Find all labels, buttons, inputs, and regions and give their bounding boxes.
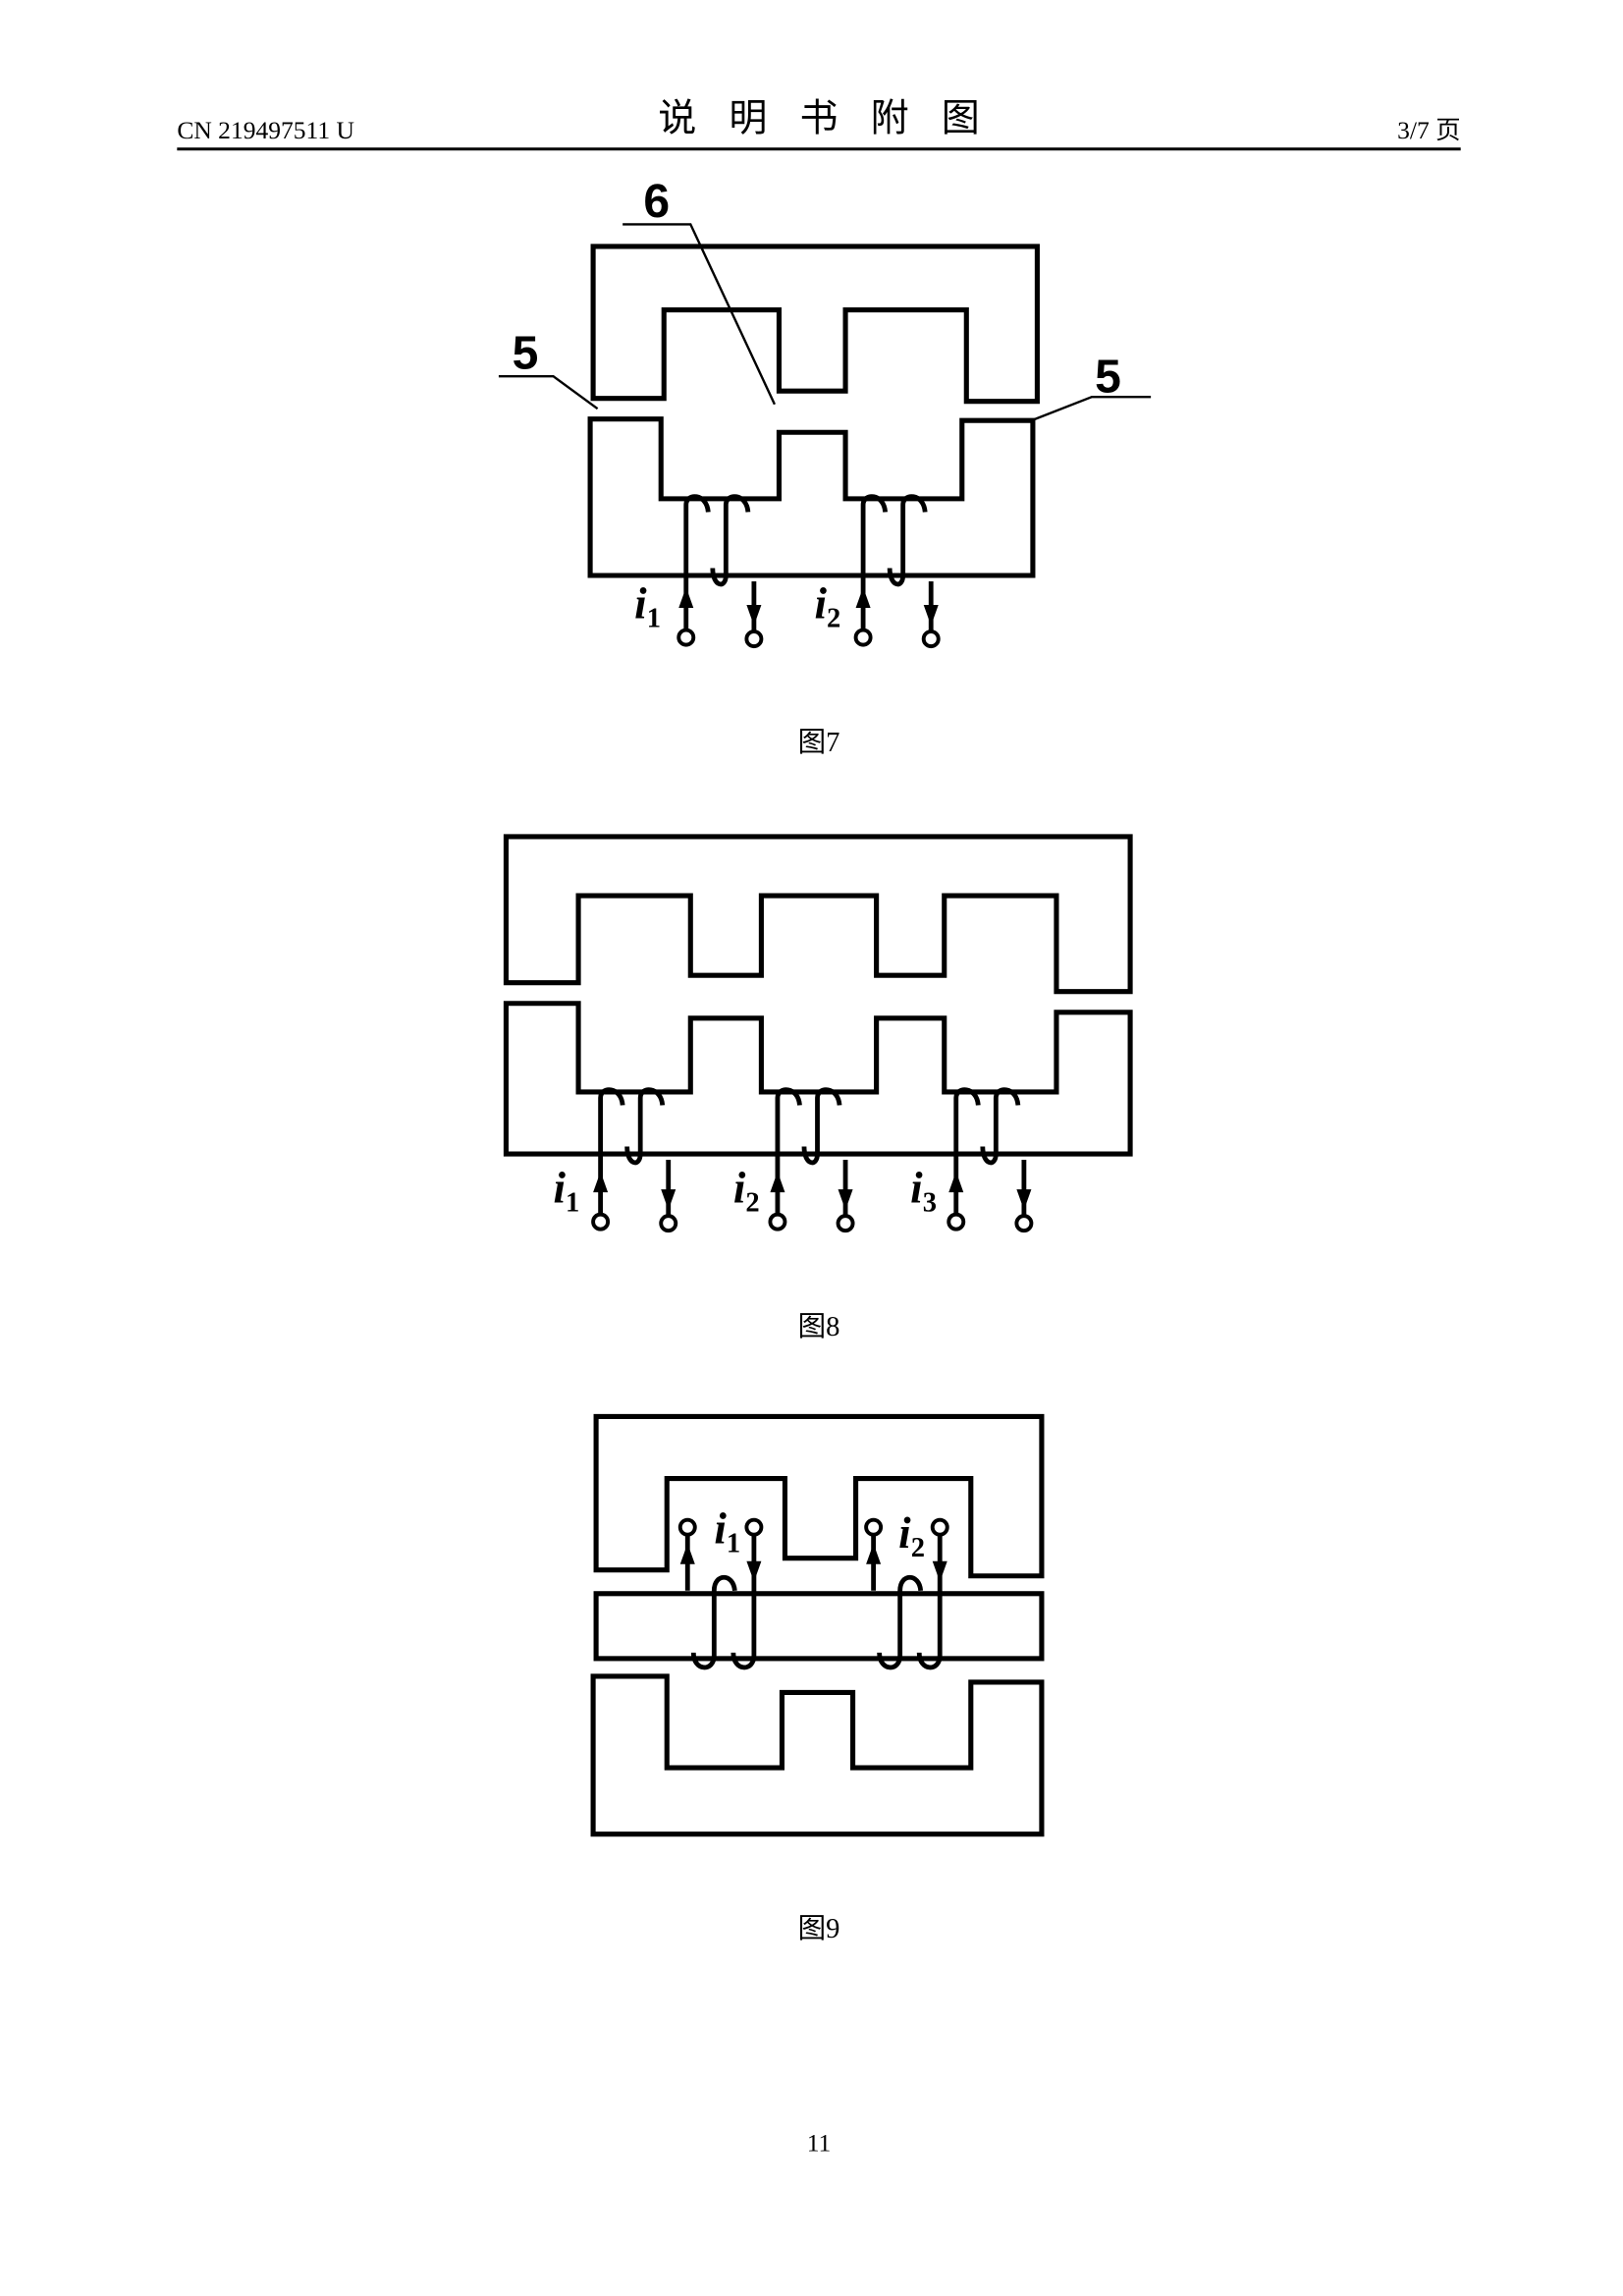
coil-lead-in [775,1087,802,1215]
current-in-arrow-icon [593,1172,609,1193]
coil-turn [877,1574,924,1670]
coil-1 [677,1517,764,1670]
coil-lead-out [730,1534,757,1670]
coil-2 [864,1517,949,1670]
current-out-arrow-icon [746,605,762,627]
reference-numeral-center: 6 [643,175,670,228]
terminal-out [1014,1214,1034,1233]
terminal-in [676,628,696,647]
coil-turn [887,494,928,587]
coil-3 [947,1087,1034,1233]
leader-line-right [1030,395,1152,422]
current-label-2: i2 [898,1508,925,1563]
current-in-arrow-icon [866,1543,882,1564]
coil-turn [710,494,751,587]
current-subscript: 3 [923,1188,937,1219]
page-title: 说明书附图 [658,97,1012,141]
upper-core [593,1413,1045,1579]
figure-9: i1 i2 图9 [590,1413,1045,1944]
current-out-arrow-icon [746,1560,762,1582]
current-subscript: 1 [647,604,661,634]
current-out-arrow-icon [661,1189,676,1211]
coil-lead-in [683,494,711,630]
leader-line-left [498,374,599,410]
coil-lead-in [953,1087,981,1215]
figure-caption: 图7 [798,728,840,758]
reference-numeral-right: 5 [1095,351,1121,404]
current-subscript: 2 [911,1533,925,1563]
coil-2 [853,494,941,649]
coil-lead-in [598,1087,625,1215]
coil-turn [624,1087,666,1166]
middle-bar [593,1591,1045,1662]
terminal-out [744,629,764,649]
current-symbol: i [815,579,828,629]
current-subscript: 2 [827,604,840,634]
current-out-arrow-icon [838,1189,853,1211]
upper-core [503,834,1133,995]
lower-core [587,416,1036,578]
current-out-arrow-icon [923,605,939,627]
current-label-1: i1 [714,1504,740,1559]
leader-line-center [622,223,777,406]
reference-numeral-left: 5 [513,327,539,380]
terminal-in [768,1212,787,1231]
figure-caption: 图9 [798,1914,840,1944]
current-subscript: 2 [745,1188,759,1219]
lower-core [590,1673,1045,1837]
page-number: 11 [807,2129,832,2158]
page-header: CN 219497511 U 说明书附图 3/7 页 [177,97,1461,151]
current-symbol: i [714,1504,727,1554]
current-out-arrow-icon [1016,1189,1032,1211]
coil-turn [801,1087,842,1166]
current-in-arrow-icon [770,1172,785,1193]
current-label-2: i2 [815,579,841,634]
current-symbol: i [634,579,647,629]
coil-turn [980,1087,1021,1166]
coil-1 [591,1087,678,1233]
current-symbol: i [910,1164,923,1213]
coil-lead-in [860,494,889,630]
terminal-out [659,1214,678,1233]
current-in-arrow-icon [855,587,871,609]
coil-turn [690,1574,737,1670]
terminal-out [921,629,941,649]
page-count: 3/7 页 [1397,116,1461,144]
current-symbol: i [733,1164,746,1213]
current-label-1: i1 [554,1164,580,1219]
terminal-out [836,1214,855,1233]
coil-2 [768,1087,855,1233]
current-label-2: i2 [733,1164,760,1219]
document-number: CN 219497511 U [177,116,354,144]
terminal-in [864,1517,884,1537]
coil-lead-out [916,1534,943,1670]
current-in-arrow-icon [948,1172,964,1193]
terminal-in [947,1212,966,1231]
current-label-1: i1 [634,579,661,634]
current-label-3: i3 [910,1164,937,1219]
current-subscript: 1 [727,1529,740,1559]
current-in-arrow-icon [679,1543,695,1564]
terminal-out [744,1517,764,1537]
terminal-out [930,1517,949,1537]
figure-8: i1 i2 i3 图8 [503,834,1133,1342]
terminal-in [677,1517,697,1537]
figure-7: 6 5 5 i1 i2 图7 [498,175,1152,758]
current-out-arrow-icon [932,1560,947,1582]
current-in-arrow-icon [678,587,694,609]
coil-1 [676,494,764,649]
current-symbol: i [554,1164,567,1213]
figure-caption: 图8 [798,1312,840,1342]
terminal-in [591,1212,611,1231]
terminal-in [853,628,873,647]
upper-core [590,244,1040,405]
current-symbol: i [898,1508,911,1558]
current-subscript: 1 [566,1188,579,1219]
